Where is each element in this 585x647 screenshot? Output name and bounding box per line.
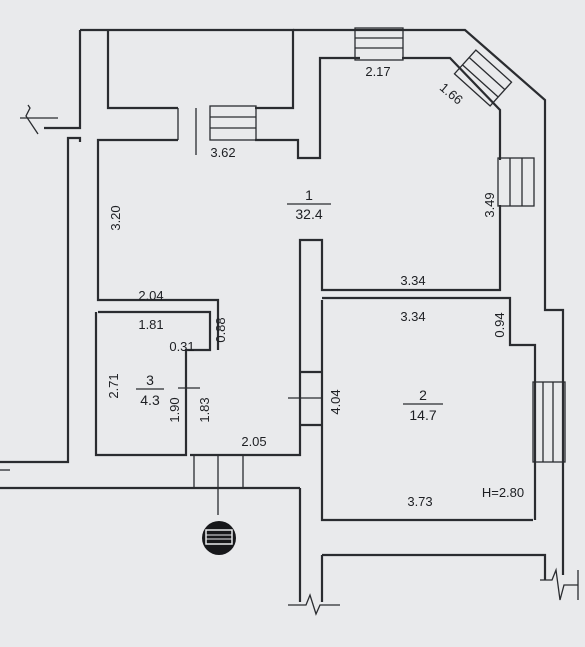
room-1-area: 32.4: [295, 206, 322, 222]
dim-1-81: 1.81: [138, 317, 163, 332]
dim-3-49: 3.49: [482, 192, 497, 217]
room-2-label: 2 14.7: [403, 387, 443, 423]
room-2-area: 14.7: [409, 407, 436, 423]
window-lower-right: [532, 381, 566, 463]
dim-1-66: 1.66: [437, 80, 466, 108]
room-3-area: 4.3: [140, 392, 160, 408]
room-3-label: 3 4.3: [136, 372, 164, 408]
markers: [0, 104, 579, 616]
utility-symbol-icon: [202, 521, 236, 555]
exterior-walls: [0, 28, 565, 602]
room-labels: 1 32.4 2 14.7 3 4.3: [136, 187, 443, 423]
windows: [177, 27, 566, 463]
window-upper-left: [209, 105, 257, 141]
dim-2-04: 2.04: [138, 288, 163, 303]
interior-walls: [94, 56, 537, 520]
dim-0-88: 0.88: [213, 317, 228, 342]
dim-2-17: 2.17: [365, 64, 390, 79]
room-1-label: 1 32.4: [287, 187, 331, 222]
dim-3-34-top: 3.34: [400, 273, 425, 288]
dim-3-62: 3.62: [210, 145, 235, 160]
dimension-labels: 2.17 1.66 3.62 3.20 3.49 3.34 3.34 2.04 …: [106, 64, 524, 509]
dim-0-94: 0.94: [492, 312, 507, 337]
ceiling-height: H=2.80: [482, 485, 524, 500]
dim-3-73: 3.73: [407, 494, 432, 509]
dim-1-90: 1.90: [167, 397, 182, 422]
dim-2-05: 2.05: [241, 434, 266, 449]
window-right: [497, 157, 535, 207]
window-angled: [453, 49, 513, 107]
dim-3-20: 3.20: [108, 205, 123, 230]
room-2-number: 2: [419, 387, 427, 403]
dim-3-34-inner: 3.34: [400, 309, 425, 324]
room-3-number: 3: [146, 372, 154, 388]
dim-4-04: 4.04: [328, 389, 343, 414]
window-top: [354, 27, 404, 61]
room-1-number: 1: [305, 187, 313, 203]
dim-0-31: 0.31: [169, 339, 194, 354]
dim-2-71: 2.71: [106, 373, 121, 398]
dim-1-83: 1.83: [197, 397, 212, 422]
